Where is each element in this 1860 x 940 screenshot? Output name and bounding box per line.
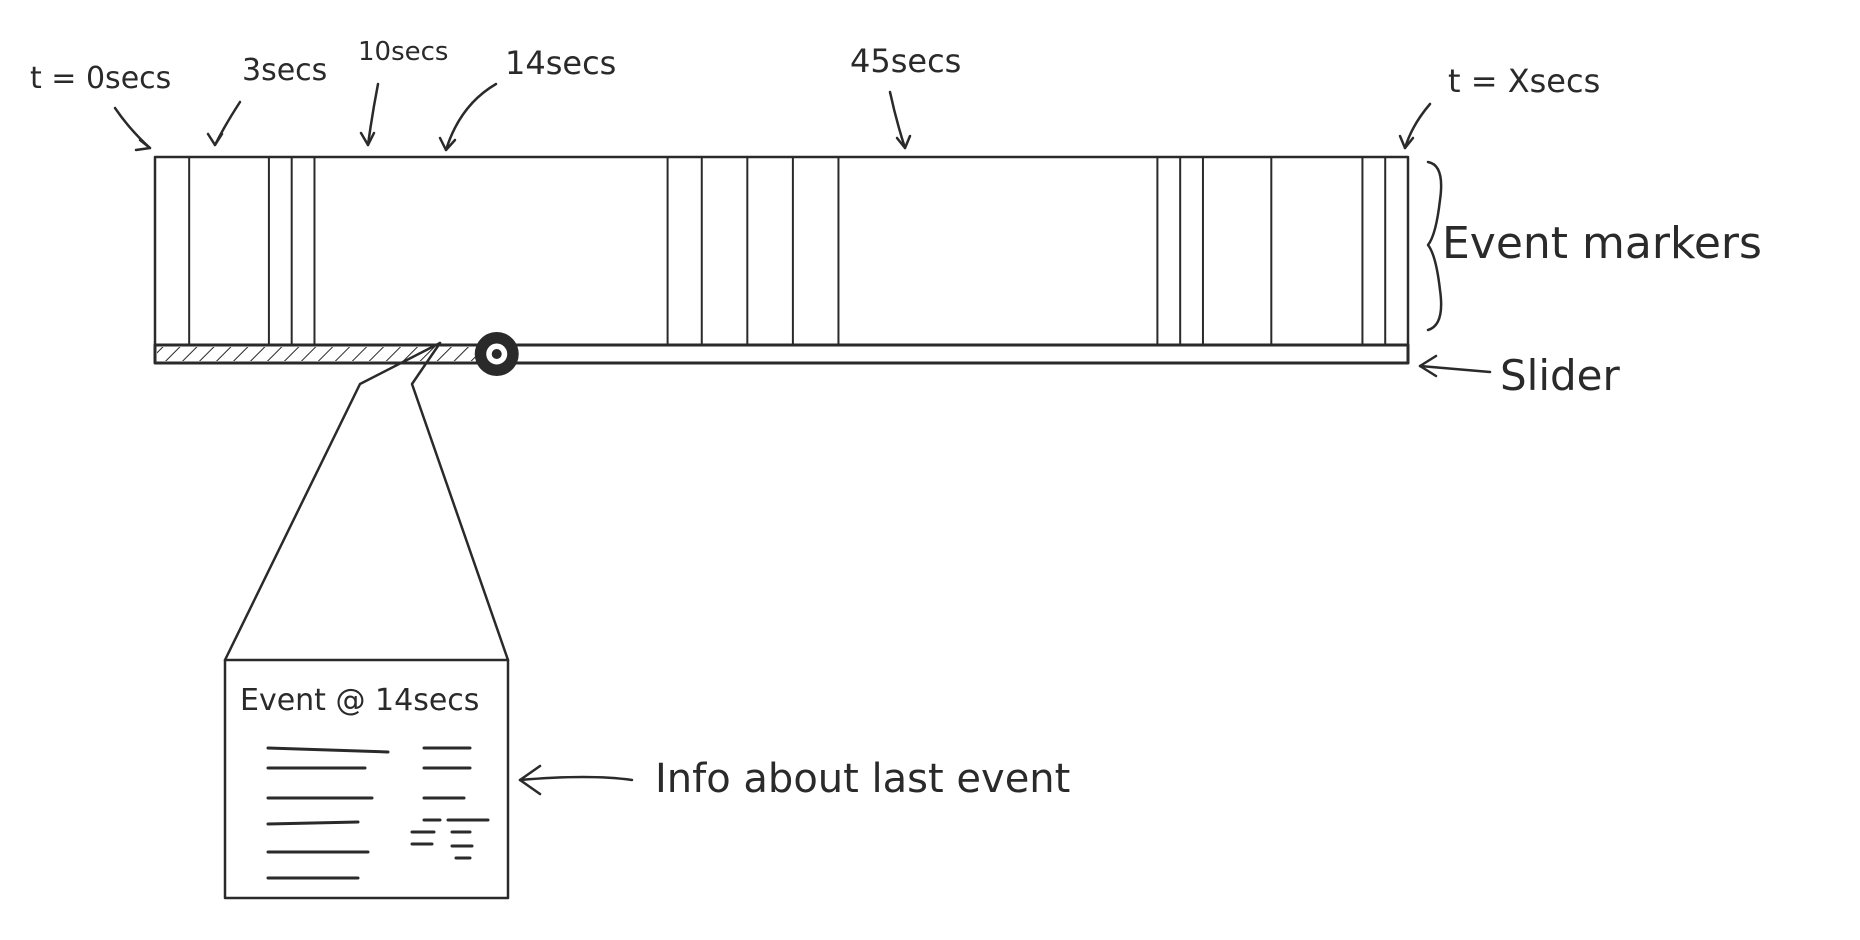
slider-thumb-center — [491, 349, 502, 359]
arrow-start-head — [134, 138, 152, 152]
callout-left-line — [223, 341, 442, 662]
slider-arrow — [1418, 364, 1492, 374]
arrow-end-head — [1398, 134, 1415, 150]
arrow-end — [1403, 102, 1432, 150]
slider-track[interactable] — [153, 343, 1410, 365]
event-markers-brace — [1426, 160, 1443, 332]
slider-progress-fill — [157, 347, 487, 361]
info-arrow — [518, 775, 634, 782]
label-45secs: 45secs — [850, 42, 961, 80]
label-t-end: t = Xsecs — [1448, 62, 1600, 100]
slider[interactable] — [153, 332, 1410, 376]
slider-thumb[interactable] — [474, 332, 519, 376]
event-info-text-placeholder — [266, 746, 490, 880]
callout-right-line — [410, 341, 510, 662]
arrow-14secs-head — [438, 136, 457, 152]
info-label: Info about last event — [655, 756, 1070, 802]
time-label-arrows — [113, 82, 1432, 152]
arrow-14secs — [444, 82, 498, 152]
event-info-card: Event @ 14secs — [223, 658, 510, 900]
event-info-card-frame — [223, 658, 510, 900]
label-t-start: t = 0secs — [30, 61, 171, 96]
arrow-45secs-head — [895, 134, 912, 150]
event-info-title: Event @ 14secs — [240, 683, 479, 718]
slider-label: Slider — [1500, 351, 1620, 400]
arrow-10secs-head — [359, 131, 376, 147]
event-markers — [188, 157, 1387, 345]
event-markers-label: Event markers — [1442, 218, 1762, 269]
arrow-3secs-head — [206, 132, 224, 147]
slider-arrow-head — [1418, 354, 1438, 378]
arrow-10secs — [366, 82, 380, 147]
arrow-45secs — [888, 90, 907, 150]
label-14secs: 14secs — [505, 44, 616, 82]
label-3secs: 3secs — [242, 53, 327, 88]
event-markers-track — [153, 155, 1410, 347]
info-callout — [223, 341, 510, 662]
label-10secs: 10secs — [358, 37, 448, 67]
info-arrow-head — [518, 764, 542, 796]
arrow-start — [113, 106, 152, 150]
